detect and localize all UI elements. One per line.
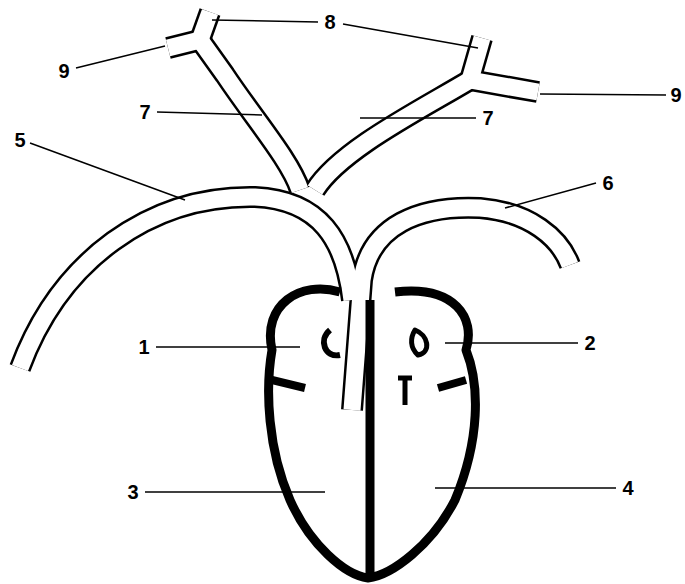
callout-number: 1 xyxy=(138,337,149,357)
callout-number: 4 xyxy=(622,478,633,498)
callout-number: 3 xyxy=(127,482,138,502)
callout-number: 7 xyxy=(139,102,150,122)
callout-number: 8 xyxy=(324,12,335,32)
callout-number: 5 xyxy=(14,130,25,150)
callout-number: 2 xyxy=(584,333,595,353)
callout-number: 9 xyxy=(670,85,681,105)
callout-number: 9 xyxy=(58,61,69,81)
callout-number: 6 xyxy=(602,173,613,193)
callout-number: 7 xyxy=(482,108,493,128)
